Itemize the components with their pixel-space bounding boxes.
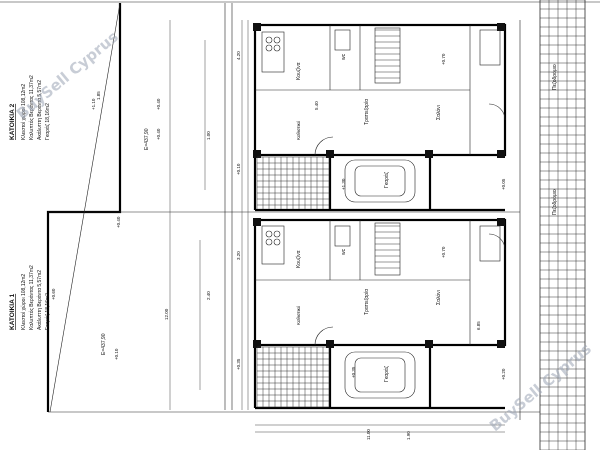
dimension-lines <box>169 20 505 433</box>
house-2-level-5: +0.05 <box>501 178 506 190</box>
house-2-living-label: Σαλόνι <box>435 105 442 120</box>
house-2-area-4: Γκαράζ 18,16m2 <box>44 103 51 140</box>
garage-car-1 <box>344 351 416 399</box>
dimension-4: 5.40 <box>314 101 319 110</box>
house-1-area-2: Καλυπτός Βεράντας 11,37m2 <box>28 265 35 330</box>
house-1-level-3: +0.70 <box>441 246 446 258</box>
house-2-level-3: +0.70 <box>441 53 446 65</box>
house-1-area-3: Ακάλυπτη Βεράντα 5,57m2 <box>36 270 43 330</box>
house-2-level-4: +0.10 <box>236 163 241 175</box>
house-2-garage-label: Γκαράζ <box>383 171 390 188</box>
dimension-7: 6.85 <box>476 321 481 330</box>
house-1-area-1: Κλειστοί χώροι 108,12m2 <box>20 274 27 330</box>
sidewalk <box>519 0 586 450</box>
watermark-bottom: BuySell Cyprus <box>486 340 595 435</box>
house-1-office-label: Καθιστικό <box>295 305 301 325</box>
dimension-5: 1.00 <box>206 131 211 140</box>
dimension-1: 12.00 <box>164 308 169 320</box>
house-2-area-3: Ακάλυπτη Βεράντα 5,57m2 <box>36 80 43 140</box>
house-2-title: ΚΑΤΟΙΚΙΑ 2 <box>9 103 16 140</box>
house-2-level-2: +0.40 <box>156 98 161 110</box>
dimension-8: 1.85 <box>96 91 101 100</box>
house-1-level-1: +0.60 <box>51 288 56 300</box>
house-2-area-1: Κλειστοί χώροι 108,12m2 <box>20 84 27 140</box>
garage-car-2 <box>344 159 416 203</box>
house-1-living-label: Σαλόνι <box>435 290 442 305</box>
house-2-office-label: Καθιστικό <box>295 120 301 140</box>
house-1-title: ΚΑΤΟΙΚΙΑ 1 <box>9 293 16 330</box>
sidewalk-label-top: Πεζοδρόμιο <box>551 64 558 90</box>
plan-labels: ΚΑΤΟΙΚΙΑ 2 Κλειστοί χώροι 108,12m2 Καλυπ… <box>9 51 558 440</box>
house-2-level-1: +0.40 <box>156 128 161 140</box>
dimension-2: 4.20 <box>236 51 241 60</box>
house-1-area-4: Γκαράζ 18,16m2 <box>44 293 51 330</box>
house-1-garage-label: Γκαράζ <box>383 365 390 382</box>
house-2-site-level: E=437,90 <box>144 128 150 150</box>
house-1-dining-label: Τραπεζαρία <box>364 289 370 315</box>
house-2-area-2: Καλυπτός Βεράντας 11,37m2 <box>28 75 35 140</box>
dimension-6: 2.40 <box>206 291 211 300</box>
dimension-9: 11.00 <box>366 429 371 440</box>
house-1-plan <box>253 218 507 410</box>
dimension-10: 1.90 <box>406 431 411 440</box>
house-2-level-7: +1.30 <box>341 178 346 190</box>
house-2-kitchen-label: Κουζίνα <box>296 62 302 80</box>
house-2-plan <box>253 23 507 212</box>
dimension-3: 3.20 <box>236 251 241 260</box>
sidewalk-label-bottom: Πεζοδρόμιο <box>551 189 558 215</box>
house-2-wc-label: wc <box>341 53 347 60</box>
house-1-site-level: E=437,90 <box>101 333 107 355</box>
site-boundary <box>0 1 600 413</box>
house-1-kitchen-label: Κουζίνα <box>296 250 302 268</box>
house-1-level-4: +0.10 <box>114 348 119 360</box>
house-1-level-5: +0.20 <box>501 368 506 380</box>
house-1-wc-label: wc <box>341 248 347 255</box>
house-1-level-6: +0.35 <box>236 358 241 370</box>
house-1-level-7: +0.35 <box>351 366 356 378</box>
house-2-dining-label: Τραπεζαρία <box>364 99 370 125</box>
house-2-level-6: +1.10 <box>91 98 96 110</box>
house-1-level-2: +0.40 <box>116 216 121 228</box>
